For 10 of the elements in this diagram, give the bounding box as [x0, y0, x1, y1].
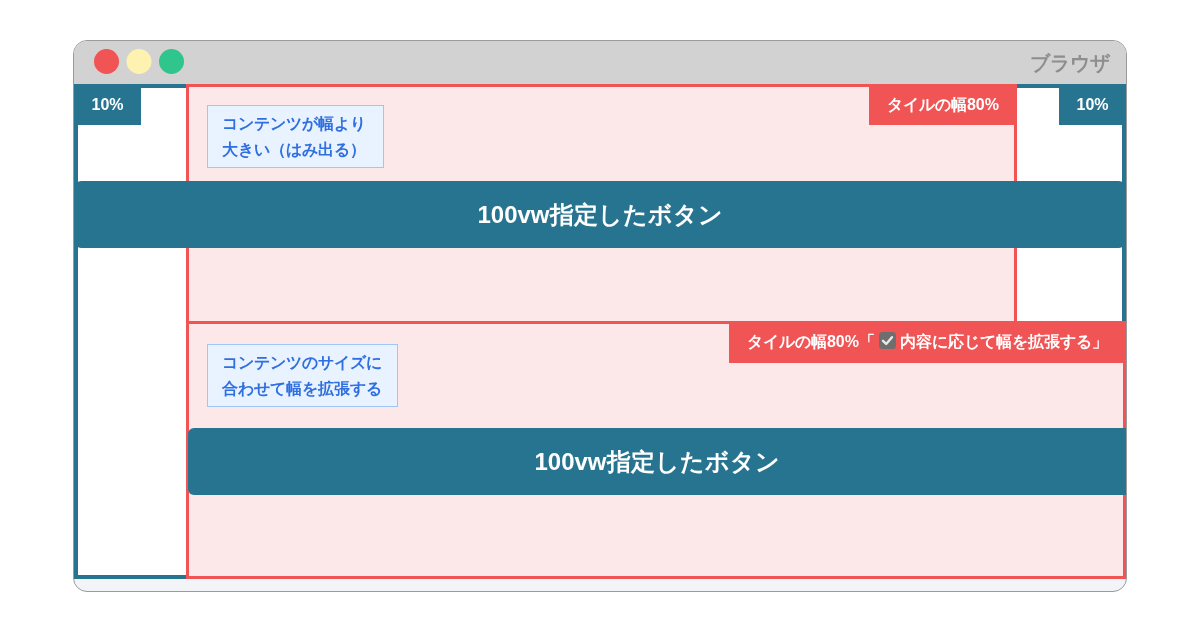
window-title: ブラウザ	[1030, 51, 1110, 75]
note-label: コンテンツが幅より大きい（はみ出る）	[207, 105, 384, 168]
tile-box	[186, 321, 1126, 579]
tile-width-tag: タイルの幅80%	[868, 84, 1017, 125]
tag-text: タイルの幅80%「	[746, 333, 875, 350]
tag-text: 内容に応じて幅を拡張する」	[900, 333, 1108, 350]
button: 100vw指定したボタン	[188, 428, 1126, 495]
button: 100vw指定したボタン	[75, 181, 1125, 248]
note-label: コンテンツのサイズに合わせて幅を拡張する	[207, 344, 398, 407]
browser-window	[73, 40, 1127, 592]
